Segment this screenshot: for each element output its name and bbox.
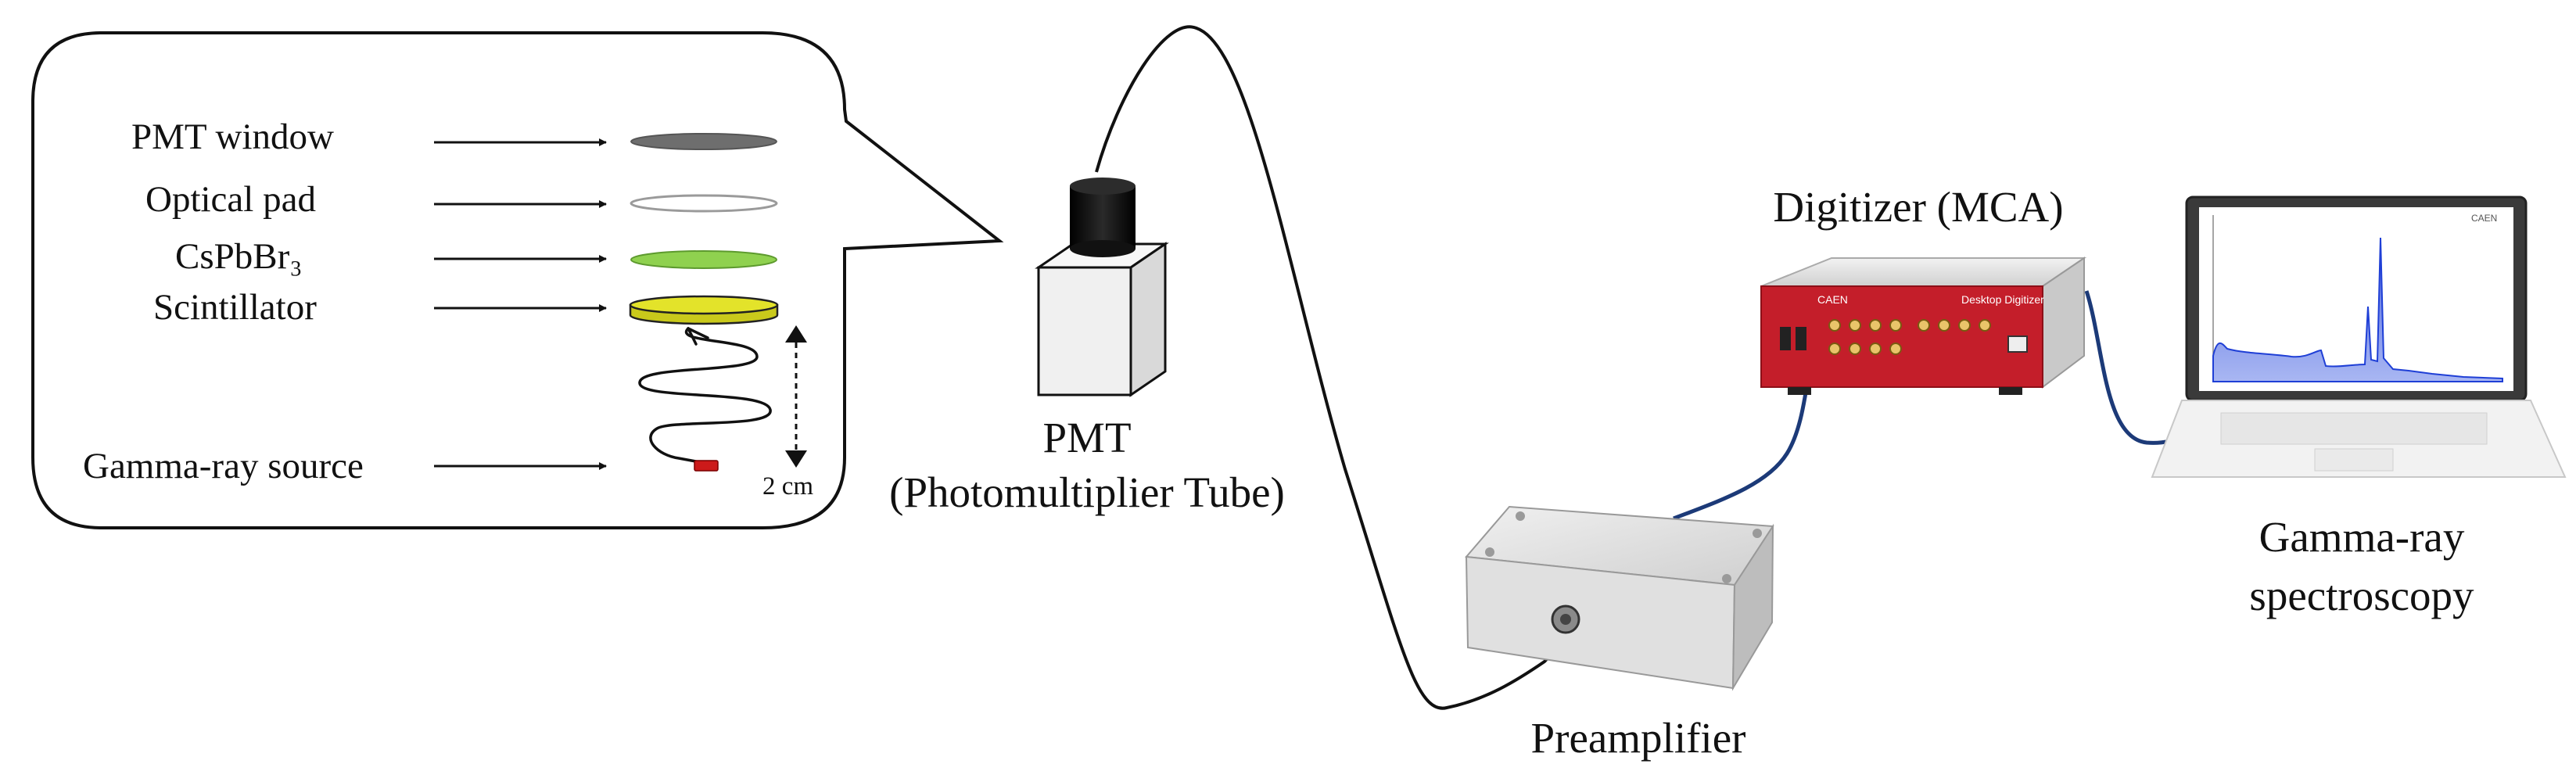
digitizer-port-1 — [1780, 327, 1791, 350]
pmt-window-layer — [630, 133, 777, 150]
gamma-source-icon — [694, 460, 719, 472]
digitizer-port-2 — [1796, 327, 1806, 350]
digitizer-foot-left — [1788, 387, 1811, 395]
digitizer-label: Digitizer (MCA) — [1773, 183, 2063, 231]
preamplifier-side — [1731, 523, 1774, 691]
optical-pad-layer — [630, 194, 778, 213]
pmt-full-name-label: (Photomultiplier Tube) — [889, 468, 1285, 516]
pmt-label: PMT — [1042, 414, 1131, 461]
laptop-label-line2: spectroscopy — [2249, 572, 2474, 619]
layer-label-cspbbr3: CsPbBr₃ — [175, 236, 303, 277]
digitizer-usb-port — [2007, 335, 2028, 353]
laptop-screen-brand: CAEN — [2471, 213, 2497, 224]
preamplifier-device: Preamplifier — [1464, 505, 1774, 762]
layer-label-pmt-window: PMT window — [131, 117, 334, 157]
digitizer-model-label: Desktop Digitizer — [1961, 293, 2044, 306]
scintillator-disk — [629, 295, 779, 325]
pmt-device: PMT (Photomultiplier Tube) — [889, 178, 1285, 516]
digitizer-top — [1760, 257, 2087, 287]
layer-label-optical-pad: Optical pad — [145, 179, 316, 220]
digitizer-connectors — [1828, 319, 1991, 355]
layer-label-scintillator: Scintillator — [153, 287, 317, 328]
callout-bubble — [31, 31, 1004, 529]
preamplifier-label: Preamplifier — [1531, 714, 1746, 762]
pmt-cap — [1070, 178, 1136, 257]
laptop-device: CAEN Gamma-ray spectroscopy — [2151, 196, 2567, 619]
laptop-label-line1: Gamma-ray — [2259, 513, 2465, 561]
laptop-keyboard — [2220, 412, 2488, 445]
preamplifier-bnc-connector — [1551, 604, 1580, 634]
detector-callout: PMT window Optical pad CsPbBr₃ Scintilla… — [31, 31, 1004, 529]
digitizer-device: CAEN Desktop Digitizer Digitizer (MCA) — [1760, 183, 2087, 395]
gamma-ray-arrowhead-icon — [687, 327, 709, 346]
gamma-ray-path-icon — [638, 327, 772, 465]
pmt-box-front — [1037, 266, 1132, 396]
source-label: Gamma-ray source — [83, 446, 364, 486]
cspbbr3-layer — [630, 250, 777, 269]
digitizer-foot-right — [1999, 387, 2022, 395]
digitizer-brand-label: CAEN — [1817, 293, 1848, 306]
laptop-touchpad — [2314, 448, 2394, 472]
preamplifier-screws — [1485, 511, 1762, 583]
digitizer-front-panel — [1760, 285, 2043, 388]
gamma-spectrum-plot — [2212, 237, 2503, 382]
pmt-to-preamplifier-cable — [1095, 25, 1566, 710]
pmt-box-side — [1129, 242, 1167, 397]
distance-arrow-top-icon — [785, 325, 807, 343]
distance-arrow-bottom-icon — [785, 450, 807, 468]
distance-label: 2 cm — [762, 472, 813, 500]
